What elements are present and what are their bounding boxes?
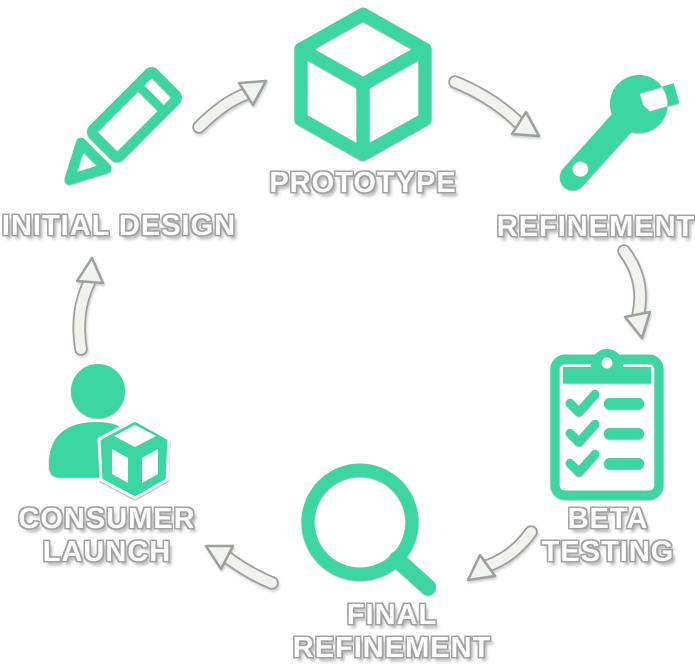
cube-icon — [294, 7, 432, 161]
pencil-icon — [64, 67, 182, 185]
stage-label-line: PROTOTYPE — [269, 167, 457, 199]
stage-label-prototype: PROTOTYPE — [269, 167, 456, 200]
stage-label-line: REFINEMENT — [292, 632, 492, 664]
arrow-refinement-to-beta-testing — [617, 244, 652, 340]
stage-label-line: TESTING — [541, 536, 675, 568]
stage-label-line: INITIAL DESIGN — [1, 210, 237, 242]
stage-label-line: CONSUMER — [18, 503, 196, 535]
stage-label-consumer-launch: CONSUMER LAUNCH — [18, 503, 195, 569]
arrow-consumer-launch-to-initial-design — [72, 256, 105, 356]
stage-label-line: BETA — [567, 503, 649, 535]
magnifier-icon — [301, 463, 436, 595]
stage-label-refinement: REFINEMENT — [497, 211, 695, 244]
stage-label-initial-design: INITIAL DESIGN — [2, 210, 236, 243]
arrow-final-refinement-to-consumer-launch — [204, 544, 279, 590]
person-cube-icon — [49, 364, 171, 500]
stage-label-beta-testing: BETA TESTING — [542, 503, 675, 569]
arrow-beta-testing-to-final-refinement — [466, 525, 538, 582]
clipboard-checklist-icon — [550, 349, 664, 500]
wrench-icon — [559, 75, 680, 191]
stage-label-line: REFINEMENT — [496, 211, 695, 243]
stage-label-line: FINAL — [346, 599, 438, 631]
arrow-prototype-to-refinement — [448, 75, 541, 138]
stage-label-line: LAUNCH — [42, 536, 172, 568]
arrow-initial-design-to-prototype — [192, 79, 268, 134]
stage-label-final-refinement: FINAL REFINEMENT — [293, 599, 492, 665]
